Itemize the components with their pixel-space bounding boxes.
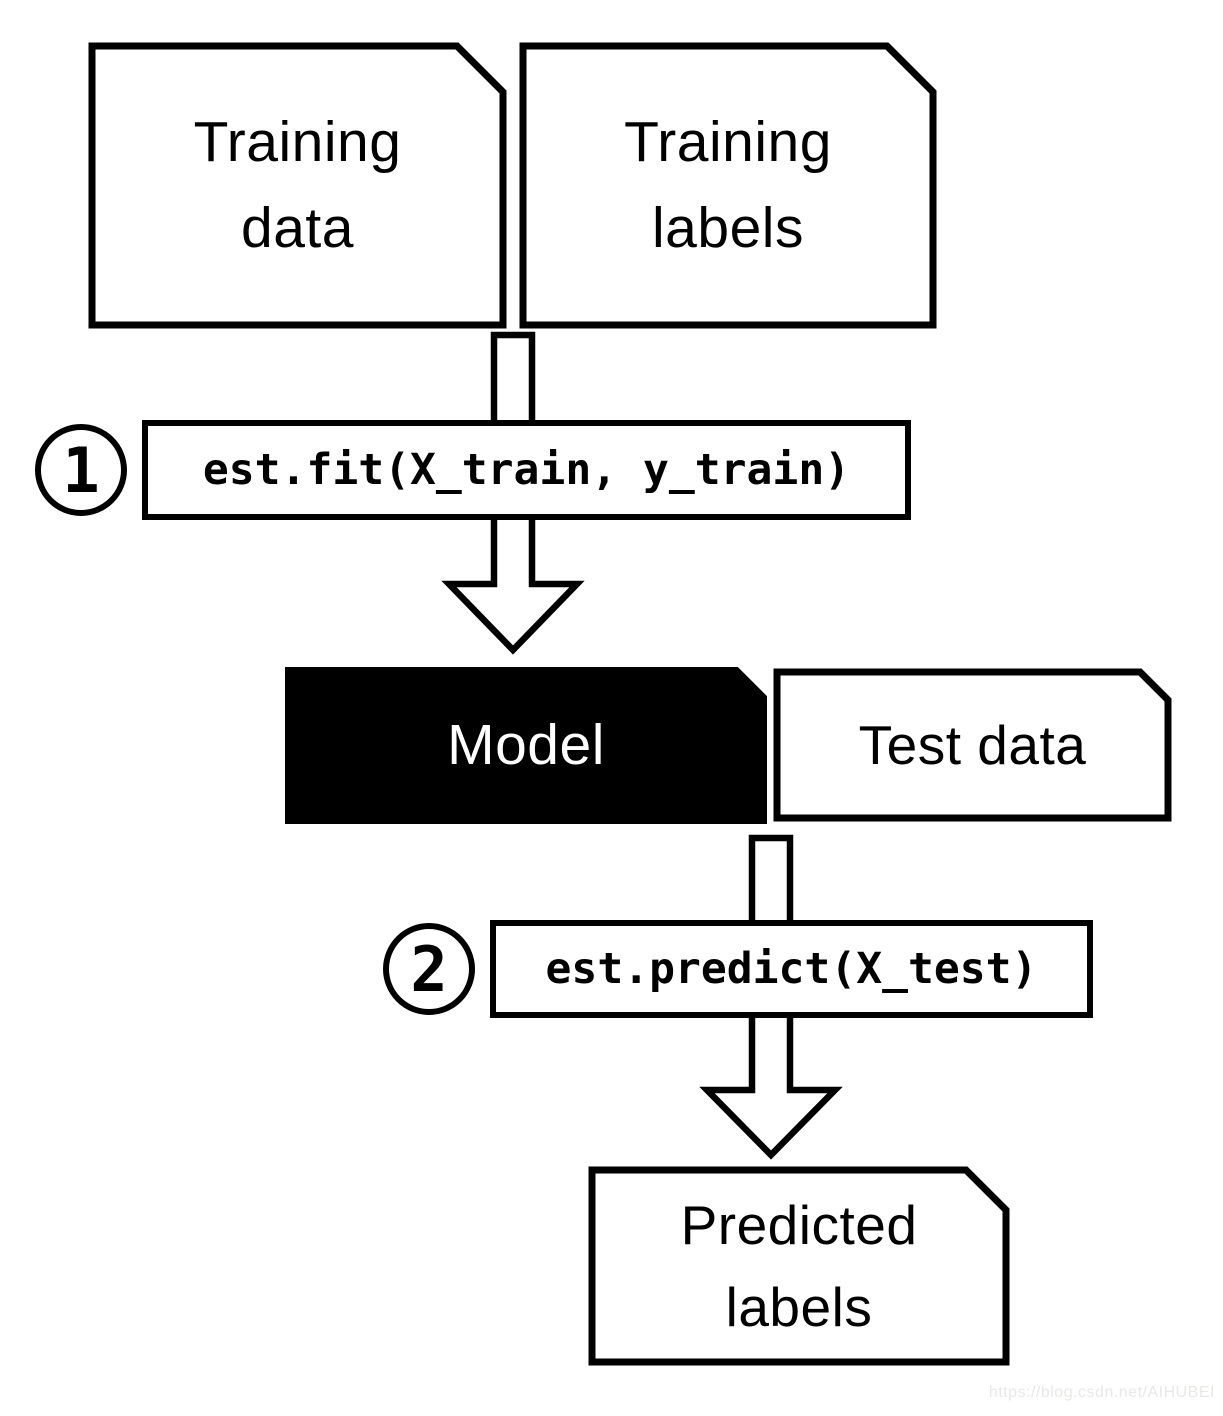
training-labels-box [519,42,937,329]
step2-number: 2 [410,932,448,1006]
predict-code-label: est.predict(X_test) [545,944,1038,994]
step2-circle-icon [383,923,475,1015]
model-box [285,667,767,824]
training-data-label: Training data [193,110,402,260]
step1-number: 1 [62,433,100,507]
fit-code-box [142,420,911,520]
test-data-box [773,668,1172,822]
predicted-labels-box [588,1166,1010,1366]
csdn-watermark: https://blog.csdn.net/AIHUBEI [988,1384,1215,1401]
model-label: Model [447,712,605,777]
fit-code-label: est.fit(X_train, y_train) [202,445,851,495]
step1-circle-icon [35,424,127,516]
training-data-box [88,42,507,329]
training-labels-label: Training labels [624,110,832,260]
predicted-labels-label: Predicted labels [680,1193,918,1339]
test-data-label: Test data [858,713,1087,776]
predict-code-box [490,920,1093,1018]
